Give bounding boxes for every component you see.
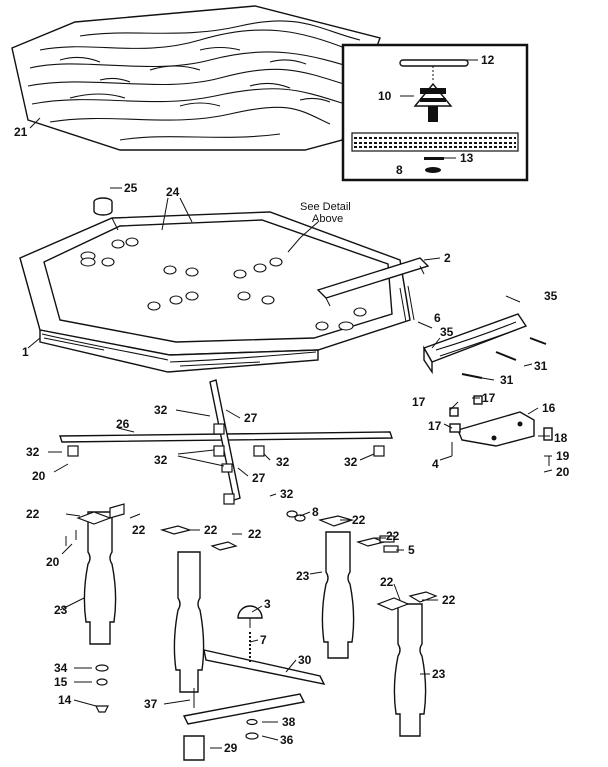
callout-21: 21: [14, 125, 28, 139]
table-top-panel: [11, 5, 381, 151]
callout-23-leg4: 23: [432, 667, 446, 681]
callout-2: 2: [444, 251, 451, 265]
callout-24: 24: [166, 185, 180, 199]
callout-17-lower: 17: [428, 419, 442, 433]
callout-12: 12: [481, 53, 495, 67]
callout-4: 4: [432, 457, 439, 471]
callout-22-leg1-right: 22: [132, 523, 146, 537]
callout-7: 7: [260, 633, 267, 647]
detail-note-line-1: See Detail: [300, 201, 351, 213]
callout-32-mid: 32: [276, 455, 290, 469]
callout-3: 3: [264, 597, 271, 611]
callout-13: 13: [460, 151, 474, 165]
callout-6: 6: [434, 311, 441, 325]
callout-20-right: 20: [556, 465, 570, 479]
detail-inset: [341, 43, 529, 182]
callout-20-left: 20: [32, 469, 46, 483]
table-frame: [19, 197, 430, 373]
callout-35-top: 35: [544, 289, 558, 303]
callout-32-right: 32: [344, 455, 358, 469]
callout-8-leg: 8: [312, 505, 319, 519]
callout-32-left: 32: [26, 445, 40, 459]
callout-22-leg3-top: 22: [352, 513, 366, 527]
callout-37: 37: [144, 697, 158, 711]
callout-35-apron: 35: [440, 325, 454, 339]
callout-19: 19: [556, 449, 570, 463]
callout-10: 10: [378, 89, 392, 103]
callout-15: 15: [54, 675, 68, 689]
callout-27-top: 27: [244, 411, 258, 425]
callout-38: 38: [282, 715, 296, 729]
callout-16: 16: [542, 401, 556, 415]
callout-17-left: 17: [412, 395, 426, 409]
callout-34: 34: [54, 661, 68, 675]
callout-23-leg3: 23: [296, 569, 310, 583]
callout-31-left: 31: [500, 373, 514, 387]
detail-note-line-2: Above: [312, 213, 343, 225]
callout-26: 26: [116, 417, 130, 431]
callout-25: 25: [124, 181, 138, 195]
callout-17-right: 17: [482, 391, 496, 405]
legs: [65, 503, 438, 761]
cross-brace-assembly: [59, 379, 393, 505]
see-detail-note: See Detail Above: [300, 201, 351, 225]
callout-1: 1: [22, 345, 29, 359]
callout-31-right: 31: [534, 359, 548, 373]
callout-23-leg1: 23: [54, 603, 68, 617]
callout-30: 30: [298, 653, 312, 667]
callout-27-lower: 27: [252, 471, 266, 485]
callout-22-leg3-right: 22: [386, 529, 400, 543]
leader-lines: [27, 59, 553, 749]
callout-22-leg4-left: 22: [380, 575, 394, 589]
callout-22-leg2-right: 22: [248, 527, 262, 541]
callout-32-top: 32: [154, 403, 168, 417]
callout-22-leg4-right: 22: [442, 593, 456, 607]
callout-20-leg: 20: [46, 555, 60, 569]
callout-32-center: 32: [154, 453, 168, 467]
callout-5: 5: [408, 543, 415, 557]
corner-bracket: [449, 395, 553, 466]
callout-8-detail: 8: [396, 163, 403, 177]
callout-32-lower: 32: [280, 487, 294, 501]
callout-14: 14: [58, 693, 72, 707]
end-apron: [422, 313, 547, 379]
callout-22-leg2-top: 22: [204, 523, 218, 537]
callout-36: 36: [280, 733, 294, 747]
callout-18: 18: [554, 431, 568, 445]
callout-labels: 21 12 10 13 8 25 24 2 35 6 35 1 31 31 32…: [14, 53, 570, 755]
callout-22-leg1-left: 22: [26, 507, 40, 521]
callout-29: 29: [224, 741, 238, 755]
